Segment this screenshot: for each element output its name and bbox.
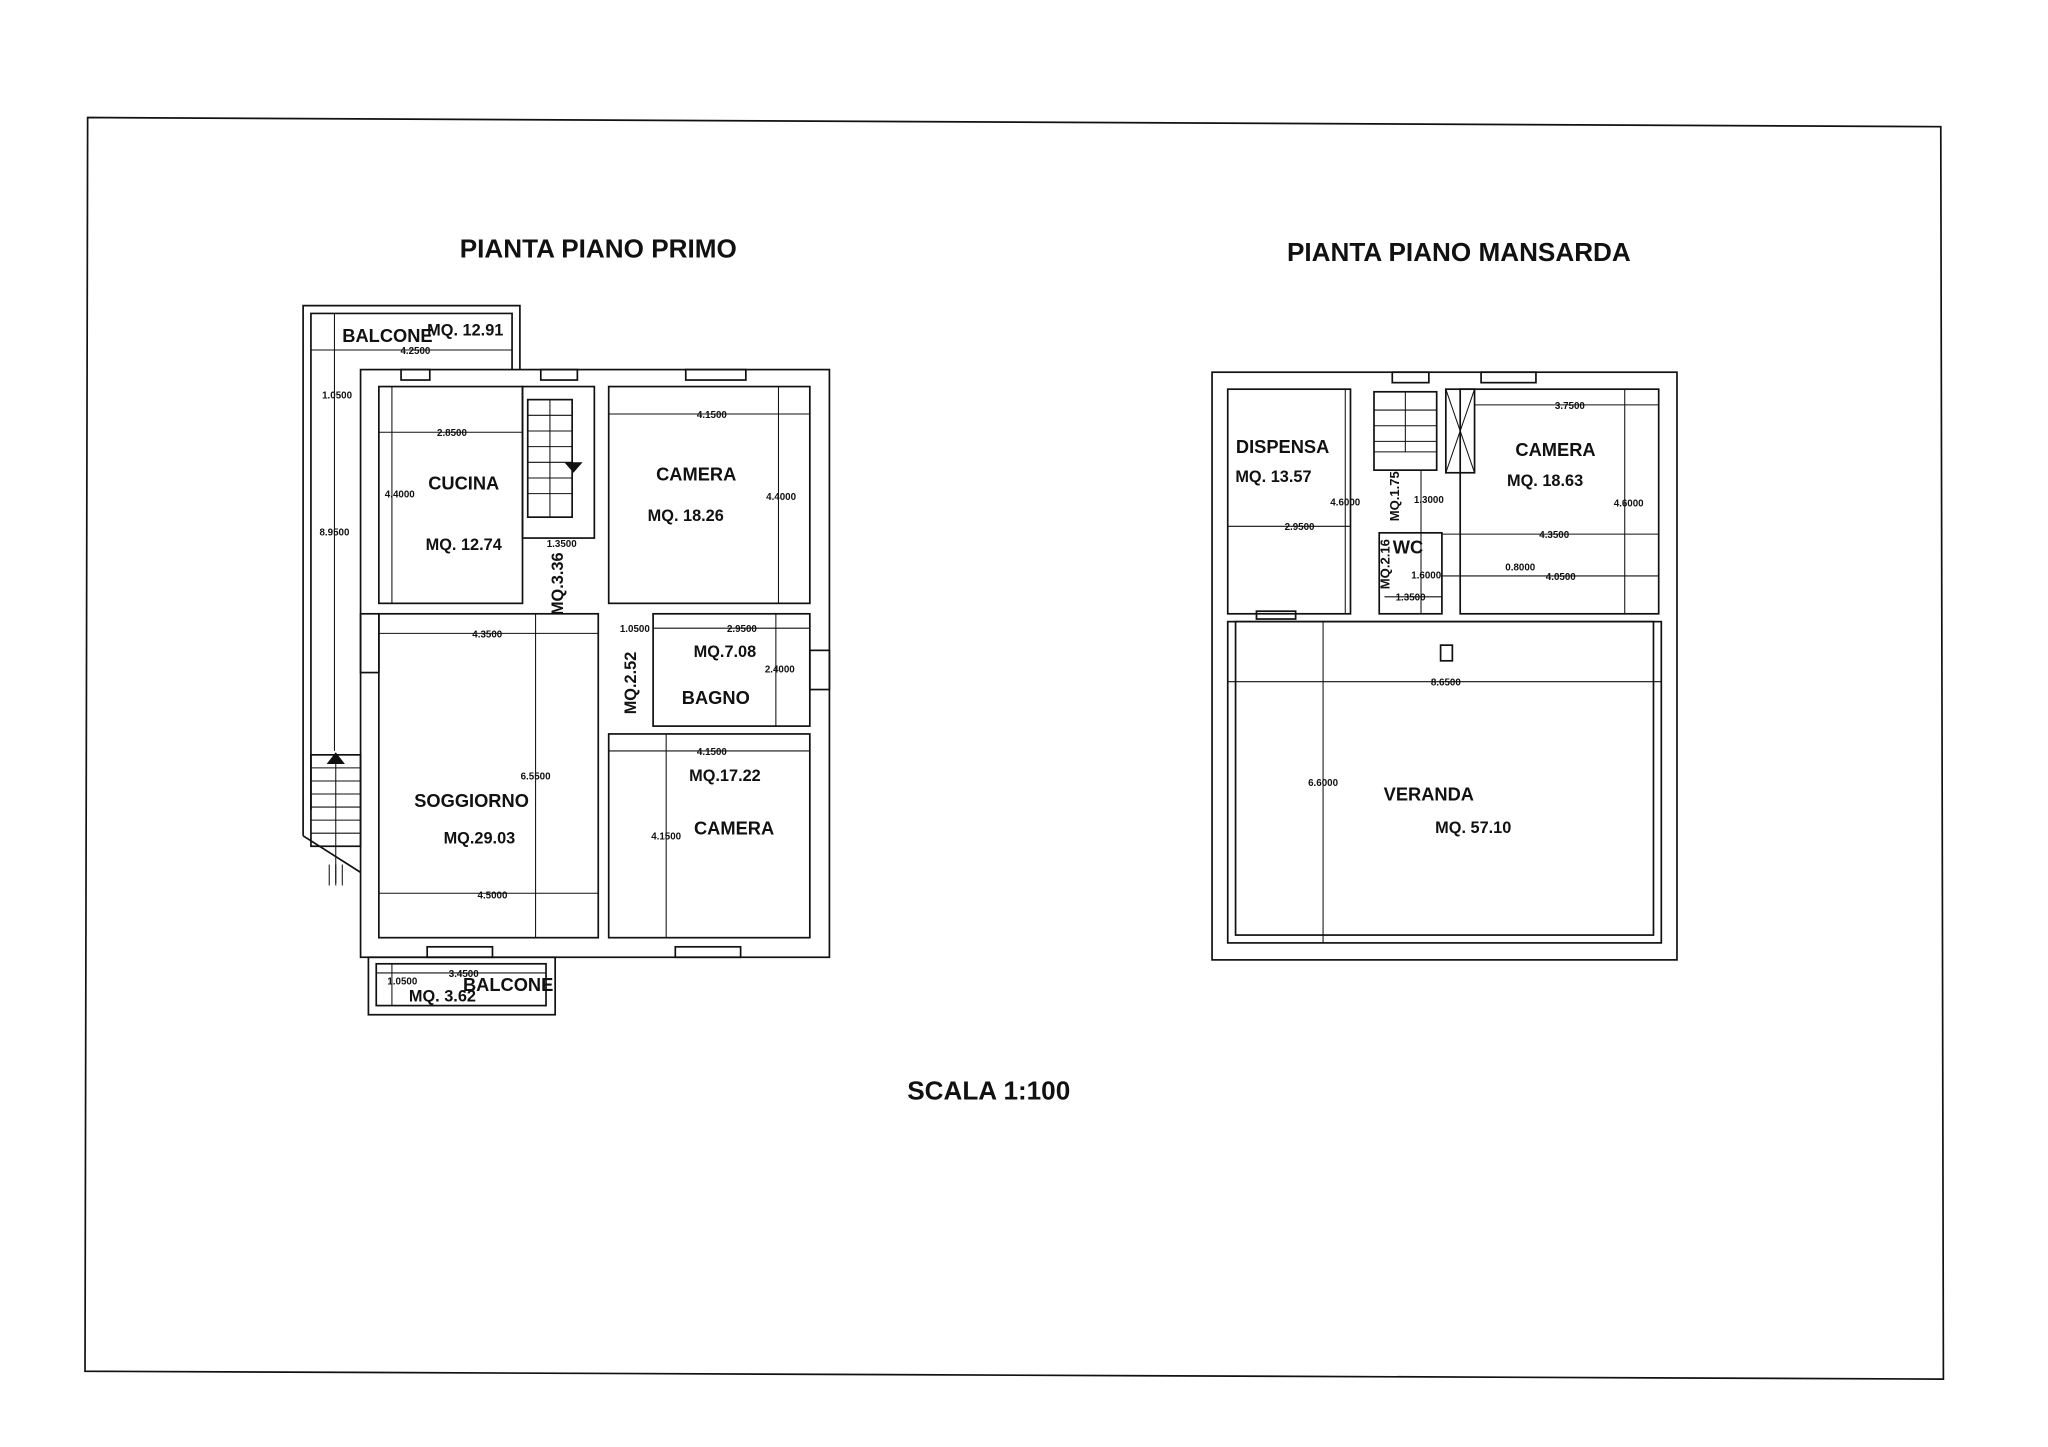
dim-soggiorno-top-width: 4.3500: [472, 629, 502, 640]
dim-veranda-width: 8.6500: [1431, 678, 1461, 689]
dim-side-height: 8.9500: [319, 527, 349, 538]
room-label-bagno: BAGNO: [682, 687, 750, 708]
dim-camera-mid-width: 4.3500: [1539, 530, 1569, 541]
dim-camera-2-height: 4.1500: [651, 832, 681, 843]
area-balcone-bottom: MQ. 3.62: [409, 988, 476, 1006]
internal-stair: [1373, 390, 1438, 471]
dim-camera-1-width: 4.1500: [697, 410, 727, 421]
plan-piano-primo: BALCONE MQ. 12.91 4.2500 1.0500 8.9500 C…: [302, 304, 831, 1016]
area-camera-1: MQ. 18.26: [648, 507, 724, 525]
external-stair: [310, 752, 362, 886]
skylight-icon: [1439, 644, 1454, 662]
dim-camera-height: 4.6000: [1614, 499, 1644, 510]
dim-camera-2-width: 4.1500: [697, 747, 727, 758]
stair-up-arrow-icon: [326, 752, 345, 764]
title-piano-mansarda: PIANTA PIANO MANSARDA: [1287, 237, 1631, 267]
area-corridoio: MQ.2.52: [622, 652, 640, 715]
dim-camera-top-width: 3.7500: [1555, 401, 1585, 412]
internal-stair: [526, 398, 583, 519]
area-camera-mansarda: MQ. 18.63: [1507, 472, 1583, 490]
dim-wc-width: 1.3500: [1396, 593, 1426, 604]
area-disimpegno: MQ.3.36: [549, 552, 567, 615]
dim-soggiorno-height: 6.5500: [521, 772, 551, 783]
room-label-wc: WC: [1393, 537, 1423, 558]
dim-dispensa-width: 2.9500: [1285, 522, 1315, 533]
area-camera-2: MQ.17.22: [689, 767, 761, 785]
room-label-veranda: VERANDA: [1384, 784, 1474, 805]
area-bagno: MQ.7.08: [694, 643, 757, 661]
dim-side-depth: 1.0500: [322, 390, 352, 401]
dim-camera-1-height: 4.4000: [766, 492, 796, 503]
area-veranda: MQ. 57.10: [1435, 819, 1511, 837]
dim-dispensa-height: 4.6000: [1330, 497, 1360, 508]
room-label-camera-2: CAMERA: [694, 818, 774, 839]
scale-label: SCALA 1:100: [907, 1076, 1070, 1106]
dim-balcone-bottom-width: 3.4500: [449, 969, 479, 980]
dim-veranda-height: 6.6000: [1308, 778, 1338, 789]
room-label-cucina: CUCINA: [428, 473, 499, 494]
dim-wc-height: 1.6000: [1411, 571, 1441, 582]
room-label-balcone-bottom: BALCONE: [463, 974, 553, 995]
dim-bagno-width: 2.9500: [727, 624, 757, 635]
room-label-camera-1: CAMERA: [656, 464, 736, 485]
area-wc: MQ.2.16: [1378, 539, 1393, 589]
area-disimpegno-mansarda: MQ.1.75: [1387, 471, 1402, 521]
dim-balcone-bottom-depth: 1.0500: [387, 977, 417, 988]
dim-cucina-height: 4.4000: [385, 490, 415, 501]
room-label-dispensa: DISPENSA: [1236, 436, 1329, 457]
sheet-frame: [84, 116, 1945, 1380]
dim-soggiorno-bottom-width: 4.5000: [478, 890, 508, 901]
room-label-soggiorno: SOGGIORNO: [414, 790, 529, 811]
dim-camera-offset: 0.8000: [1505, 563, 1535, 574]
dim-disimpegno-width: 1.3500: [547, 539, 577, 550]
room-label-balcone-top: BALCONE: [342, 325, 432, 346]
dim-cucina-width: 2.8500: [437, 428, 467, 439]
area-balcone-top: MQ. 12.91: [427, 322, 503, 340]
title-piano-primo: PIANTA PIANO PRIMO: [460, 233, 737, 263]
stair-down-arrow-icon: [564, 462, 583, 473]
area-dispensa: MQ. 13.57: [1235, 468, 1311, 486]
dim-corridoio-width: 1.0500: [620, 624, 650, 635]
dim-bagno-height: 2.4000: [765, 665, 795, 676]
dim-disimpegno-height: 1.3000: [1414, 495, 1444, 506]
dim-camera-low-width: 4.0500: [1546, 572, 1576, 583]
void-shaft-icon: [1444, 388, 1476, 474]
area-cucina: MQ. 12.74: [426, 536, 502, 554]
room-label-camera-mansarda: CAMERA: [1515, 439, 1595, 460]
area-soggiorno: MQ.29.03: [444, 830, 516, 848]
plan-piano-mansarda: DISPENSA MQ. 13.57 4.6000 2.9500 MQ.1.75…: [1211, 371, 1678, 961]
dim-balcone-top-width: 4.2500: [400, 346, 430, 357]
